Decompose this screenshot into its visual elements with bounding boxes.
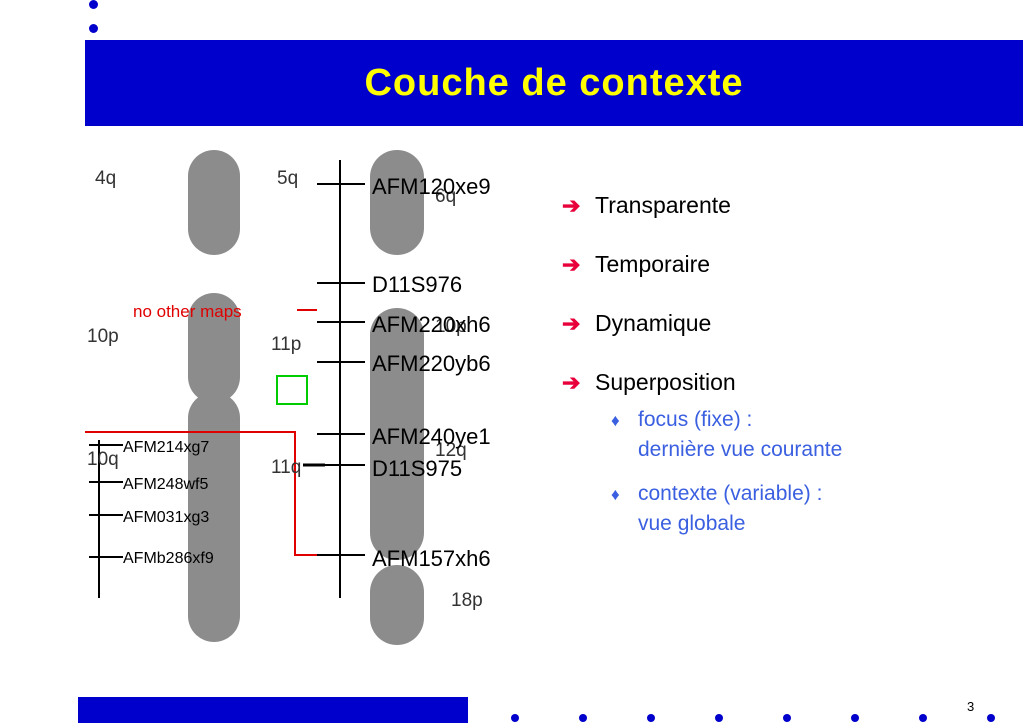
bullet-superposition: ➔ Superposition bbox=[562, 369, 842, 399]
chromosome-a-seg2 bbox=[188, 293, 240, 403]
sub-bullet-line1: focus (fixe) : bbox=[638, 408, 753, 431]
sub-bullet-contexte: ♦ contexte (variable) : vue globale bbox=[562, 479, 842, 539]
band-6q: 6q bbox=[435, 186, 456, 207]
diamond-icon: ♦ bbox=[611, 411, 620, 430]
footer-dot-7 bbox=[919, 714, 927, 722]
sub-bullet-focus: ♦ focus (fixe) : dernière vue courante bbox=[562, 405, 842, 465]
band-10q: 10q bbox=[87, 449, 119, 470]
sub-bullet-line1: contexte (variable) : bbox=[638, 482, 823, 505]
small-marker-2: AFM248wf5 bbox=[123, 476, 208, 493]
footer-dot-2 bbox=[579, 714, 587, 722]
no-other-maps-label: no other maps bbox=[133, 302, 242, 321]
chromosome-map-screenshot: 4q 5q 10p 11p 10q 11q 6q 10p 12q 18p no … bbox=[85, 150, 535, 645]
slide-title: Couche de contexte bbox=[364, 62, 744, 104]
chromosome-b-seg2 bbox=[370, 308, 424, 560]
footer-dot-8 bbox=[987, 714, 995, 722]
bullet-dynamique: ➔ Dynamique bbox=[562, 310, 842, 340]
chromosome-a-seg1 bbox=[188, 150, 240, 255]
arrow-icon: ➔ bbox=[562, 311, 581, 336]
band-10p-right: 10p bbox=[435, 316, 467, 337]
bullet-text: Dynamique bbox=[595, 310, 712, 336]
top-dot-2 bbox=[89, 24, 98, 33]
bullet-text: Transparente bbox=[595, 192, 731, 218]
bullet-text: Superposition bbox=[595, 369, 736, 395]
band-18p: 18p bbox=[451, 590, 483, 611]
footer-dot-3 bbox=[647, 714, 655, 722]
bullet-text: Temporaire bbox=[595, 251, 711, 277]
footer-dot-4 bbox=[715, 714, 723, 722]
arrow-icon: ➔ bbox=[562, 252, 581, 277]
bullet-temporaire: ➔ Temporaire bbox=[562, 251, 842, 281]
page-number: 3 bbox=[967, 699, 975, 714]
marker-3: AFM220xh6 bbox=[372, 312, 491, 337]
small-marker-3: AFM031xg3 bbox=[123, 509, 209, 526]
footer-bar bbox=[78, 697, 468, 723]
marker-2: D11S976 bbox=[372, 272, 462, 297]
title-bar: Couche de contexte bbox=[85, 40, 1023, 126]
small-marker-4: AFMb286xf9 bbox=[123, 550, 214, 567]
footer-dot-6 bbox=[851, 714, 859, 722]
arrow-icon: ➔ bbox=[562, 370, 581, 395]
small-marker-1: AFM214xg7 bbox=[123, 439, 209, 456]
marker-1: AFM120xe9 bbox=[372, 174, 491, 199]
band-4q: 4q bbox=[95, 168, 116, 189]
band-11p: 11p bbox=[271, 334, 301, 355]
arrow-icon: ➔ bbox=[562, 193, 581, 218]
chromosome-a-seg3 bbox=[188, 392, 240, 642]
footer-dot-1 bbox=[511, 714, 519, 722]
highlight-box bbox=[276, 375, 308, 405]
band-12q: 12q bbox=[435, 440, 467, 461]
band-5q: 5q bbox=[277, 168, 298, 189]
marker-5: AFM240ye1 bbox=[372, 424, 491, 449]
chromosome-b-seg3 bbox=[370, 565, 424, 645]
marker-7: AFM157xh6 bbox=[372, 546, 491, 571]
top-dot-1 bbox=[89, 0, 98, 9]
band-11q: 11q bbox=[271, 457, 301, 478]
sub-bullet-line2: dernière vue courante bbox=[638, 438, 843, 461]
footer-dot-5 bbox=[783, 714, 791, 722]
band-10p: 10p bbox=[87, 326, 119, 347]
marker-6: D11S975 bbox=[372, 456, 462, 481]
bullet-transparente: ➔ Transparente bbox=[562, 192, 842, 222]
diamond-icon: ♦ bbox=[611, 485, 620, 504]
chromosome-b-seg1 bbox=[370, 150, 424, 255]
sub-bullet-line2: vue globale bbox=[638, 512, 746, 535]
bullet-list: ➔ Transparente ➔ Temporaire ➔ Dynamique ➔ Su… bbox=[562, 192, 842, 553]
red-connector bbox=[85, 431, 317, 556]
marker-4: AFM220yb6 bbox=[372, 351, 491, 376]
